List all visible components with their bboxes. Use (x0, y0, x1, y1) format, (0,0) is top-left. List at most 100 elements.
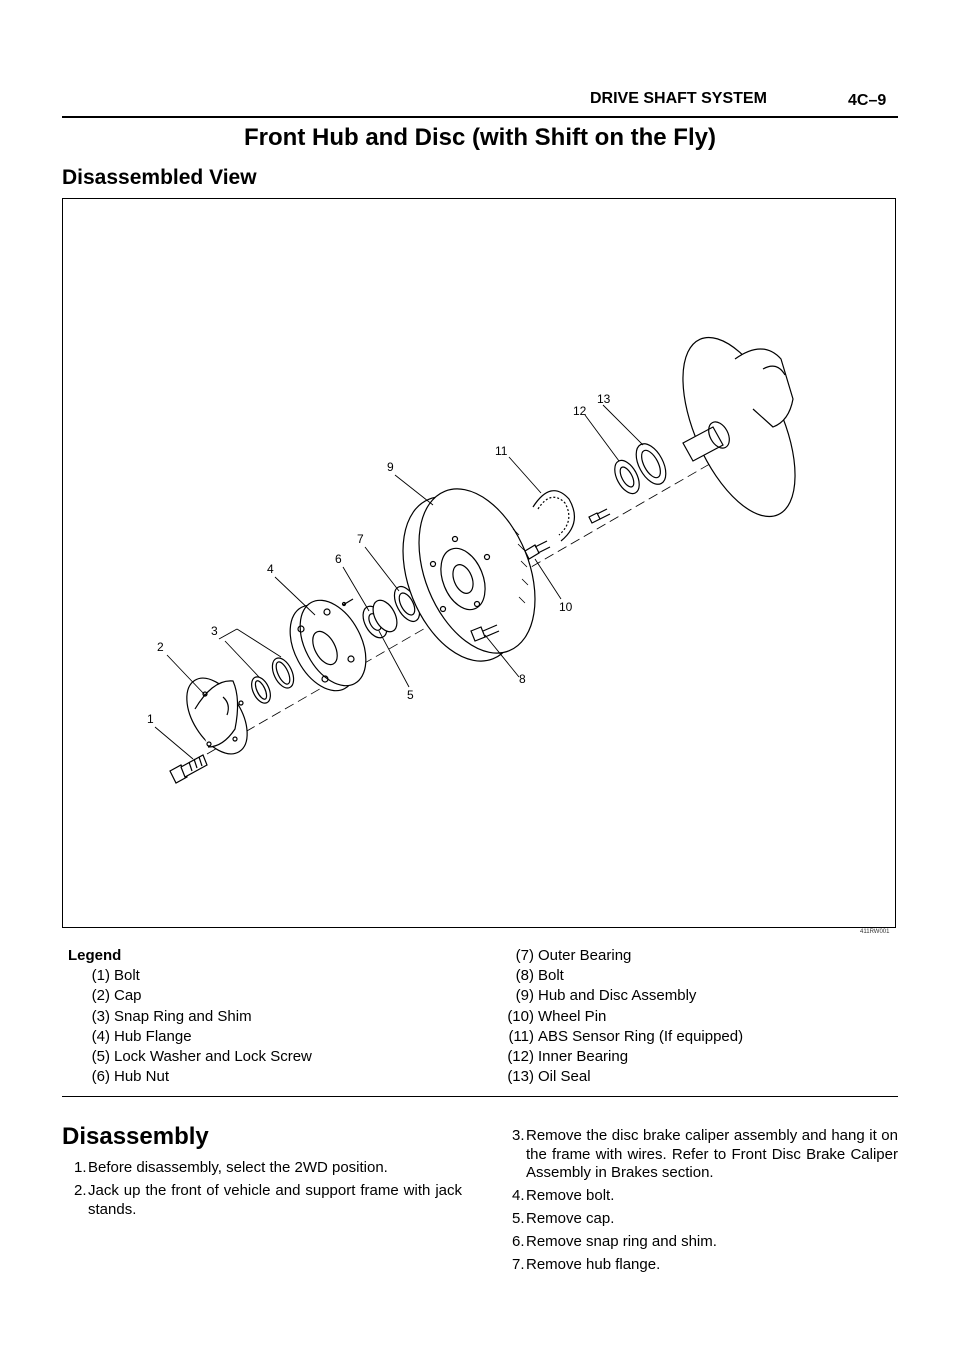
step-number: 3. (512, 1127, 525, 1144)
exploded-view-figure: 1 2 3 4 5 6 7 8 9 10 11 12 13 (62, 198, 896, 928)
callout-13: 13 (597, 392, 611, 406)
step-text: Remove hub flange. (526, 1256, 661, 1273)
step-text: Remove bolt. (526, 1187, 615, 1204)
bolt-8-part (470, 624, 500, 642)
exploded-view-drawing: 1 2 3 4 5 6 7 8 9 10 11 12 13 (147, 336, 796, 784)
legend-num: (4) (91, 1027, 110, 1045)
legend-divider (62, 1096, 898, 1097)
step-text: Remove cap. (526, 1210, 615, 1227)
step-text: Before disassembly, select the 2WD posit… (88, 1159, 388, 1176)
procedure-step: 7.Remove hub flange. (512, 1256, 898, 1275)
legend-num: (5) (91, 1047, 110, 1065)
legend-item: (8)Bolt (486, 966, 886, 986)
legend-label: Wheel Pin (538, 1007, 607, 1025)
callout-1: 1 (147, 712, 154, 726)
callout-10: 10 (559, 600, 573, 614)
legend-num: (10) (507, 1007, 534, 1025)
step-text: Remove snap ring and shim. (526, 1233, 717, 1250)
step-number: 7. (512, 1256, 525, 1273)
procedure-step: 2.Jack up the front of vehicle and suppo… (74, 1182, 462, 1219)
procedure-step: 6.Remove snap ring and shim. (512, 1233, 898, 1252)
legend-num: (9) (515, 987, 534, 1005)
legend-label: Snap Ring and Shim (114, 1007, 252, 1025)
disassembly-steps-right: 3.Remove the disc brake caliper assembly… (512, 1127, 898, 1279)
legend-label: Hub and Disc Assembly (538, 987, 697, 1005)
steering-knuckle-part (682, 336, 796, 518)
legend-label: Hub Flange (114, 1027, 192, 1045)
legend-label: Bolt (114, 967, 140, 985)
callout-6: 6 (335, 552, 342, 566)
legend-label: Hub Nut (114, 1068, 170, 1086)
legend-item: (9)Hub and Disc Assembly (486, 986, 886, 1006)
cap-part (186, 677, 248, 755)
hub-flange-part (289, 599, 367, 692)
callout-leaders (154, 404, 644, 760)
legend-num: (13) (507, 1068, 534, 1086)
callout-3: 3 (211, 624, 218, 638)
step-number: 6. (512, 1233, 525, 1250)
wheel-pin-part (524, 508, 611, 560)
legend-item: (6)Hub Nut (62, 1067, 482, 1087)
step-text: Remove the disc brake caliper assembly a… (526, 1127, 898, 1181)
legend-item: (10)Wheel Pin (486, 1007, 886, 1027)
hub-nut-lock-washer-part (341, 598, 398, 639)
legend-label: Lock Washer and Lock Screw (114, 1047, 312, 1065)
legend-label: Inner Bearing (538, 1047, 629, 1065)
legend-item: (12)Inner Bearing (486, 1047, 886, 1067)
legend-label: ABS Sensor Ring (If equipped) (538, 1027, 744, 1045)
callout-9: 9 (387, 460, 394, 474)
step-number: 5. (512, 1210, 525, 1227)
legend-item: (11)ABS Sensor Ring (If equipped) (486, 1027, 886, 1047)
section-title: DRIVE SHAFT SYSTEM (590, 90, 767, 107)
section-subtitle: Disassembled View (62, 166, 257, 189)
legend-num: (2) (91, 987, 110, 1005)
legend-heading: Legend (68, 947, 122, 964)
legend-label: Bolt (538, 967, 564, 985)
legend-label: Cap (114, 987, 142, 1005)
callout-12: 12 (573, 404, 587, 418)
legend-item: (5)Lock Washer and Lock Screw (62, 1047, 482, 1067)
callout-labels: 1 2 3 4 5 6 7 8 9 10 11 12 13 (147, 392, 611, 726)
callout-11: 11 (495, 444, 508, 458)
legend-item: (7)Outer Bearing (486, 946, 886, 966)
legend-item: (3)Snap Ring and Shim (62, 1007, 482, 1027)
procedure-step: 1.Before disassembly, select the 2WD pos… (74, 1159, 462, 1178)
legend-num: (12) (507, 1047, 534, 1065)
legend-num: (8) (515, 967, 534, 985)
procedure-step: 3.Remove the disc brake caliper assembly… (512, 1127, 898, 1183)
legend-left-column: Legend (1)Bolt (2)Cap (3)Snap Ring and S… (62, 946, 482, 1087)
legend-item: (2)Cap (62, 986, 482, 1006)
page-number: 4C–9 (848, 92, 887, 109)
legend-num: (1) (91, 967, 110, 985)
figure-id: 411RW001 (860, 929, 890, 935)
procedure-step: 4.Remove bolt. (512, 1187, 898, 1206)
callout-4: 4 (267, 562, 274, 576)
callout-2: 2 (157, 640, 164, 654)
procedure-step: 5.Remove cap. (512, 1210, 898, 1229)
step-number: 2. (74, 1182, 87, 1199)
callout-8: 8 (519, 672, 526, 686)
step-number: 4. (512, 1187, 525, 1204)
legend-num: (6) (91, 1068, 110, 1086)
disassembly-steps-left: 1.Before disassembly, select the 2WD pos… (74, 1159, 462, 1224)
hub-disc-assembly-part (402, 488, 536, 662)
header-divider (62, 116, 898, 118)
step-number: 1. (74, 1159, 87, 1176)
legend-num: (11) (508, 1027, 534, 1045)
legend-num: (3) (91, 1007, 110, 1025)
snap-ring-shim-part (251, 657, 295, 704)
oil-seal-part (635, 443, 667, 485)
legend-label: Outer Bearing (538, 947, 632, 964)
step-text: Jack up the front of vehicle and support… (88, 1182, 462, 1218)
disassembly-heading: Disassembly (62, 1123, 209, 1150)
legend-label: Oil Seal (538, 1068, 591, 1086)
page-title: Front Hub and Disc (with Shift on the Fl… (244, 124, 716, 151)
legend-item: (13)Oil Seal (486, 1067, 886, 1087)
abs-sensor-ring-part (532, 490, 576, 542)
legend-right-column: (7)Outer Bearing (8)Bolt (9)Hub and Disc… (486, 946, 886, 1087)
legend-num: (7) (515, 947, 534, 964)
legend-item: (1)Bolt (62, 966, 482, 986)
callout-5: 5 (407, 688, 414, 702)
legend-item: (4)Hub Flange (62, 1027, 482, 1047)
callout-7: 7 (357, 532, 364, 546)
